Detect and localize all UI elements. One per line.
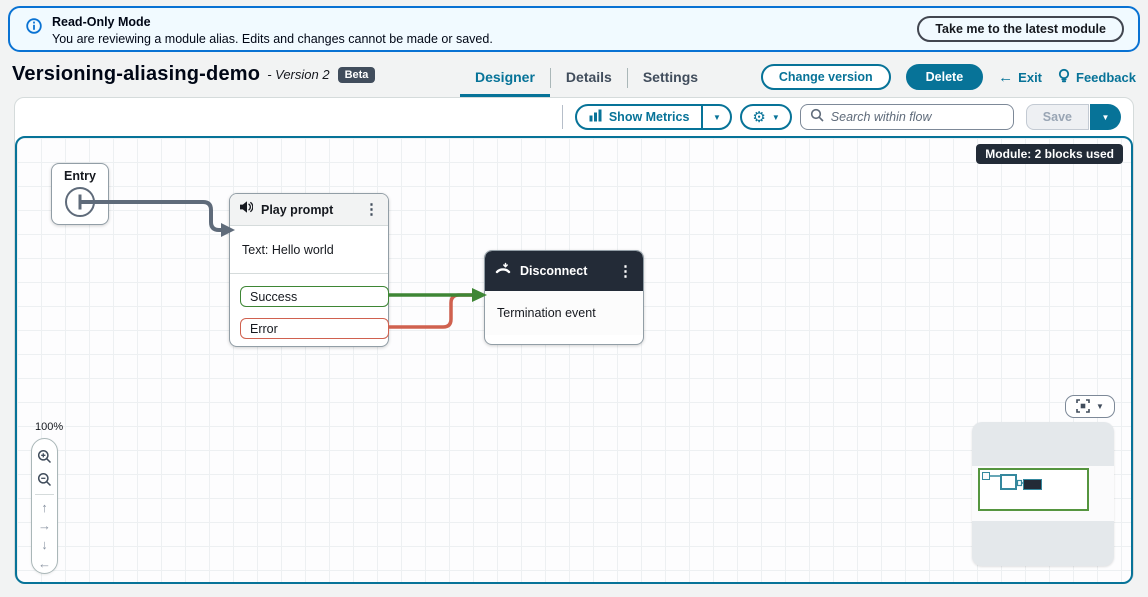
entry-block-title: Entry: [64, 169, 96, 183]
caret-down-icon: ▼: [1101, 112, 1110, 122]
bar-chart-icon: [589, 109, 602, 125]
kebab-menu-icon[interactable]: ⋮: [364, 201, 379, 218]
speaker-icon: [239, 200, 254, 219]
save-button[interactable]: Save: [1025, 104, 1089, 130]
feedback-button[interactable]: Feedback: [1057, 68, 1136, 86]
tab-bar: Designer Details Settings: [460, 58, 713, 97]
play-prompt-title: Play prompt: [261, 202, 334, 217]
entry-point-icon: [65, 187, 95, 217]
tab-settings[interactable]: Settings: [642, 69, 699, 85]
caret-down-icon: ▼: [771, 112, 780, 122]
disconnect-title: Disconnect: [520, 264, 588, 278]
pan-down-button[interactable]: ↓: [41, 537, 48, 553]
play-prompt-body: Text: Hello world: [230, 226, 388, 274]
beta-badge: Beta: [337, 66, 376, 83]
search-input[interactable]: [830, 110, 1004, 124]
fit-view-icon: [1076, 398, 1090, 415]
play-prompt-header: Play prompt ⋮: [230, 194, 388, 226]
metrics-dropdown-button[interactable]: ▼: [703, 106, 730, 128]
exit-button[interactable]: ← Exit: [998, 68, 1043, 86]
page-title: Versioning-aliasing-demo: [12, 63, 261, 85]
search-icon: [810, 108, 824, 127]
minimap-play-prompt-block: [1000, 474, 1017, 490]
version-label: - Version 2: [267, 67, 330, 82]
minimap-entry-block: [982, 472, 990, 480]
zoom-out-button[interactable]: [32, 468, 57, 491]
show-metrics-split-button: Show Metrics ▼: [574, 104, 733, 130]
info-icon: [26, 18, 42, 39]
tab-divider: [549, 68, 551, 88]
minimap[interactable]: [972, 422, 1114, 566]
settings-dropdown-button[interactable]: ⚙ ▼: [740, 104, 792, 130]
minimap-disconnect-block: [1023, 479, 1042, 490]
change-version-button[interactable]: Change version: [760, 64, 891, 90]
split-divider: [701, 106, 704, 128]
zoom-in-button[interactable]: [32, 445, 57, 468]
minimap-viewport[interactable]: [978, 468, 1089, 511]
pan-right-button[interactable]: →: [38, 518, 51, 534]
caret-down-icon: ▼: [1096, 402, 1104, 411]
flow-toolbar: Show Metrics ▼ ⚙ ▼ Save ▼: [15, 98, 1133, 136]
module-usage-badge: Module: 2 blocks used: [976, 144, 1123, 164]
caret-down-icon: ▼: [712, 112, 721, 122]
gear-icon: ⚙: [752, 108, 766, 126]
readonly-banner: Read-Only Mode You are reviewing a modul…: [8, 6, 1140, 52]
kebab-menu-icon[interactable]: ⋮: [618, 262, 633, 280]
phone-hangup-icon: [495, 262, 511, 281]
fit-view-button[interactable]: ▼: [1065, 395, 1115, 418]
controls-divider: [35, 493, 54, 495]
tab-designer[interactable]: Designer: [460, 61, 550, 97]
zoom-level-label: 100%: [35, 421, 64, 433]
entry-block[interactable]: Entry: [51, 163, 109, 225]
flow-canvas[interactable]: Module: 2 blocks used Entry Play prompt …: [15, 136, 1133, 584]
branch-error[interactable]: Error: [240, 318, 389, 339]
branch-success[interactable]: Success: [240, 286, 389, 307]
zoom-pan-controls: ↑ → ↓ ←: [31, 438, 58, 574]
banner-message: You are reviewing a module alias. Edits …: [52, 32, 493, 46]
tab-divider: [626, 68, 628, 88]
latest-module-button[interactable]: Take me to the latest module: [917, 16, 1124, 42]
bulb-icon: [1057, 68, 1071, 86]
save-dropdown-button[interactable]: ▼: [1090, 104, 1121, 130]
banner-title: Read-Only Mode: [52, 15, 151, 29]
toolbar-divider: [561, 105, 563, 129]
minimap-connectors: [990, 475, 1023, 487]
disconnect-header: Disconnect ⋮: [485, 251, 643, 291]
back-arrow-icon: ←: [998, 68, 1014, 86]
page-header: Versioning-aliasing-demo - Version 2 Bet…: [12, 58, 1136, 97]
pan-left-button[interactable]: ←: [38, 556, 51, 572]
pan-up-button[interactable]: ↑: [41, 499, 48, 515]
play-prompt-block[interactable]: Play prompt ⋮ Text: Hello world Success …: [229, 193, 389, 347]
flow-connectors: [79, 200, 487, 329]
save-split-button: Save ▼: [1025, 104, 1121, 130]
designer-panel: Show Metrics ▼ ⚙ ▼ Save ▼: [14, 97, 1134, 584]
delete-button[interactable]: Delete: [905, 64, 984, 90]
flow-search: [799, 104, 1014, 130]
show-metrics-button[interactable]: Show Metrics: [577, 106, 702, 128]
tab-details[interactable]: Details: [565, 69, 612, 85]
disconnect-block[interactable]: Disconnect ⋮ Termination event: [484, 250, 644, 345]
disconnect-body: Termination event: [485, 291, 643, 335]
